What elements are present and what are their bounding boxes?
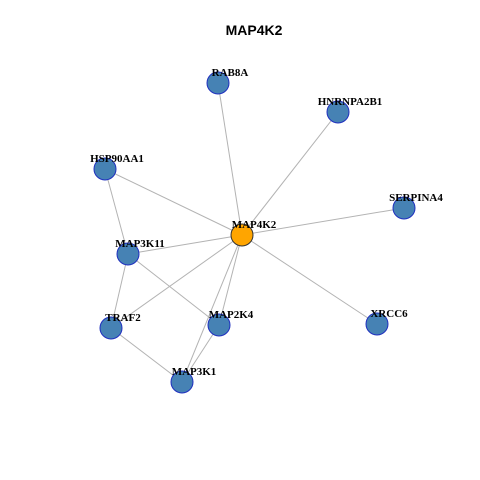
edge-hsp90aa1-map3k11 — [104, 168, 129, 255]
edge-map3k11-traf2 — [110, 253, 129, 329]
node-label-map2k4: MAP2K4 — [209, 309, 254, 321]
edge-map4k2-hsp90aa1 — [104, 168, 243, 236]
edge-map4k2-map3k11 — [127, 234, 243, 255]
node-map2k4 — [207, 313, 231, 337]
node-label-map4k2: MAP4K2 — [232, 219, 277, 231]
graph-title: MAP4K2 — [226, 22, 283, 38]
node-label-serpina4: SERPINA4 — [389, 192, 443, 204]
node-label-xrcc6: XRCC6 — [370, 308, 408, 320]
node-label-traf2: TRAF2 — [105, 312, 141, 324]
edge-layer — [104, 82, 405, 383]
node-label-rab8a: RAB8A — [212, 67, 249, 79]
node-hnrnpa2b1 — [326, 100, 350, 124]
node-map3k11 — [116, 242, 140, 266]
node-label-map3k1: MAP3K1 — [172, 366, 217, 378]
edge-map3k11-map2k4 — [127, 253, 220, 326]
node-layer — [93, 71, 416, 394]
edge-map4k2-hnrnpa2b1 — [241, 111, 339, 236]
node-hsp90aa1 — [93, 157, 117, 181]
node-traf2 — [99, 316, 123, 340]
edge-map4k2-xrcc6 — [241, 234, 378, 325]
node-xrcc6 — [365, 312, 389, 336]
edge-map4k2-traf2 — [110, 234, 243, 329]
node-rab8a — [206, 71, 230, 95]
edge-map4k2-rab8a — [217, 82, 243, 236]
edge-map4k2-map2k4 — [218, 234, 243, 326]
node-label-map3k11: MAP3K11 — [115, 238, 165, 250]
node-label-hnrnpa2b1: HNRNPA2B1 — [318, 96, 383, 108]
node-serpina4 — [392, 196, 416, 220]
node-label-hsp90aa1: HSP90AA1 — [90, 153, 144, 165]
label-layer: MAP4K2 RAB8A HNRNPA2B1HSP90AA1SERPINA4MAP3… — [90, 67, 443, 378]
edge-traf2-map3k1 — [110, 327, 183, 383]
edge-map4k2-map3k1 — [181, 234, 243, 383]
edge-map4k2-serpina4 — [241, 207, 405, 236]
node-map4k2 — [230, 223, 254, 247]
node-map3k1 — [170, 370, 194, 394]
